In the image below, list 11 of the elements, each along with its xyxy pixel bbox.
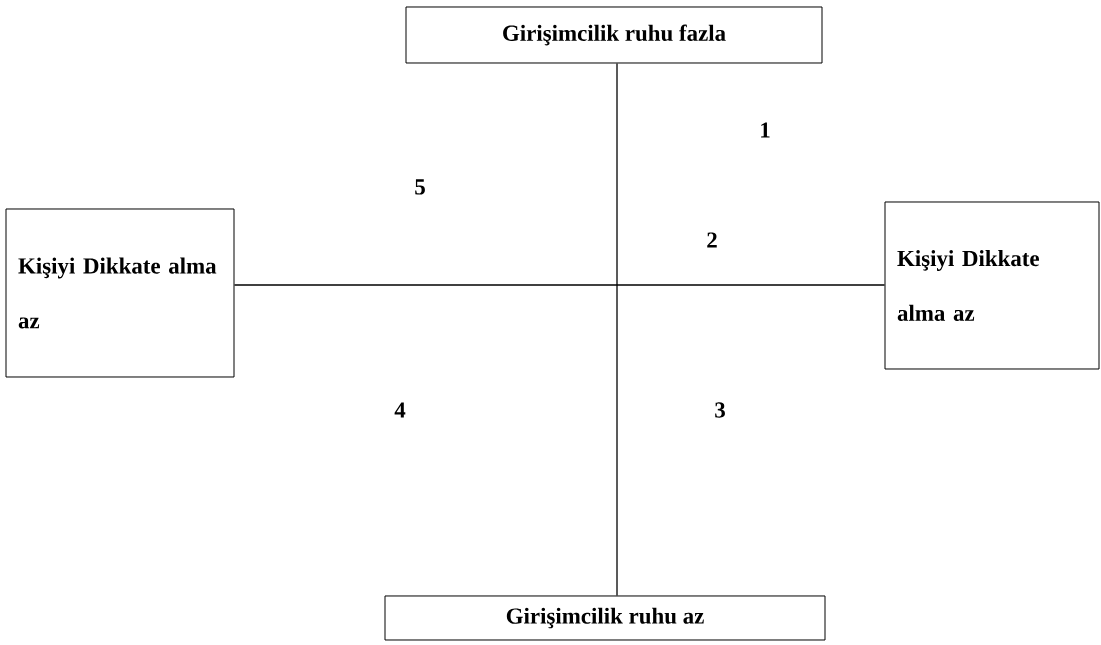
axis-line xyxy=(616,62,618,597)
label-box: Kişiyi Dikkate alma az xyxy=(884,201,1100,370)
label-box: Girişimcilik ruhu fazla xyxy=(405,6,823,64)
quadrant-number: 3 xyxy=(715,402,725,418)
axis-line xyxy=(233,284,886,286)
quadrant-number: 1 xyxy=(761,122,770,138)
quadrant-number: 5 xyxy=(415,179,425,195)
label-box: Girişimcilik ruhu az xyxy=(384,595,826,641)
label-box: Kişiyi Dikkate alma az xyxy=(5,208,235,378)
quadrant-number: 2 xyxy=(707,232,717,248)
quadrant-number: 4 xyxy=(394,402,406,418)
